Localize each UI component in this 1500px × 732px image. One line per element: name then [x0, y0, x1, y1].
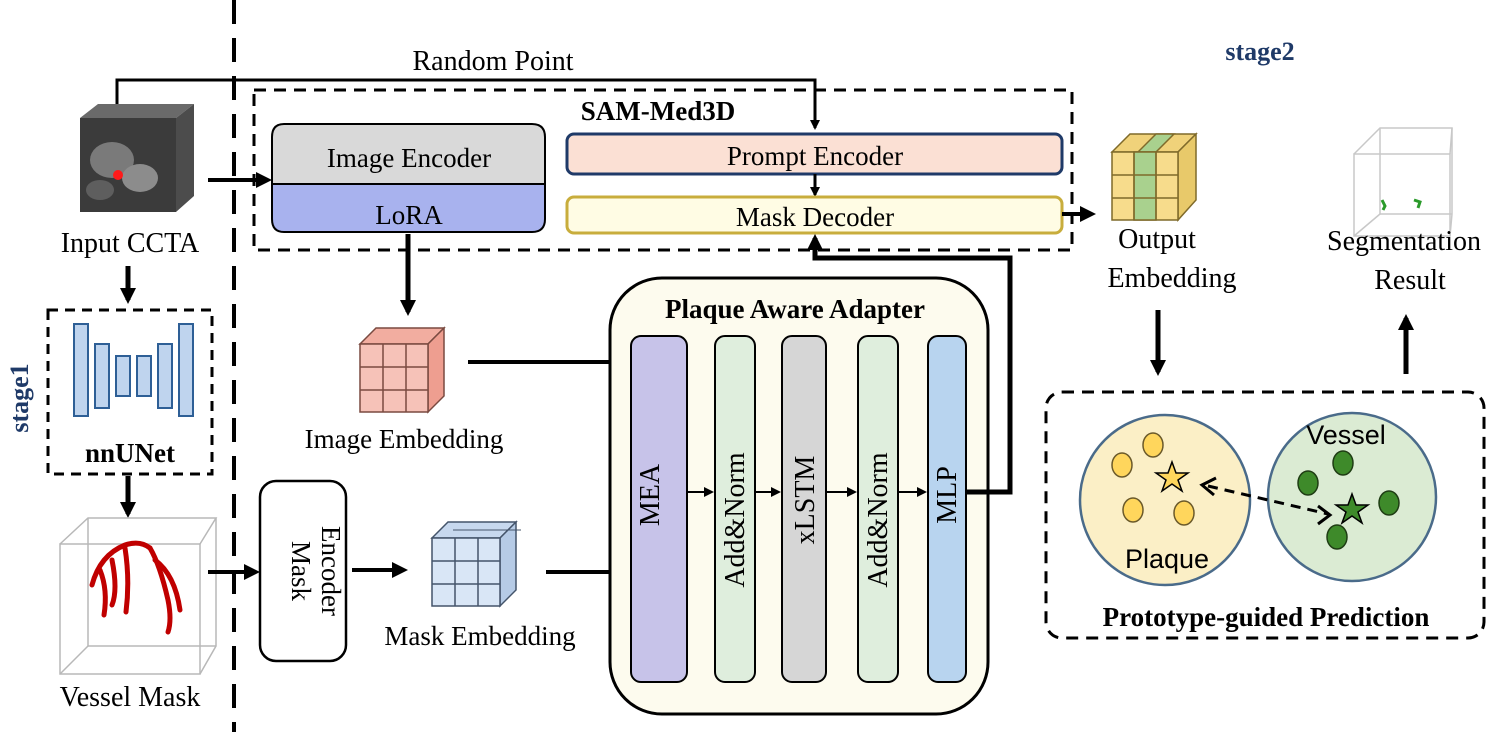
prompt-encoder-label: Prompt Encoder: [727, 141, 903, 171]
plaque-points: [1111, 432, 1195, 526]
segmentation-result-image: [1353, 127, 1453, 237]
output-embedding-cube: [1110, 132, 1198, 222]
mask-embedding-label: Mask Embedding: [384, 621, 575, 651]
image-embedding-label: Image Embedding: [305, 424, 504, 454]
nnunet-label: nnUNet: [85, 438, 175, 468]
mask-encoder-label-1: Mask: [286, 541, 316, 601]
vessel-label: Vessel: [1306, 420, 1386, 450]
prototype-arrowhead-left: [1199, 476, 1217, 497]
mask-decoder-label: Mask Decoder: [736, 202, 894, 232]
stage1-label: stage1: [5, 363, 34, 432]
vessel-points: [1297, 450, 1400, 550]
prototype-distance-line: [1207, 484, 1329, 516]
plaque-label: Plaque: [1125, 544, 1209, 574]
stage2-label: stage2: [1225, 37, 1294, 66]
sam-med3d-title: SAM-Med3D: [581, 96, 735, 126]
prototype-box: [1044, 390, 1486, 640]
vessel-tree-drawing: [89, 540, 183, 635]
add-norm-block-1: [714, 335, 756, 683]
add-norm-label-1: Add&Norm: [720, 452, 751, 588]
lora-label: LoRA: [375, 200, 443, 230]
prototype-title: Prototype-guided Prediction: [1103, 602, 1430, 632]
image-encoder-block: Image Encoder LoRA: [271, 123, 546, 233]
sam-med3d-box: [252, 88, 1074, 252]
segmentation-fragment-2: [1413, 198, 1422, 209]
mask-encoder-label-2: Encoder: [316, 526, 346, 616]
mask-encoder-box: [258, 479, 348, 663]
image-embedding-cube: [358, 326, 446, 414]
add-norm-block-2: [857, 335, 899, 683]
mea-block: [630, 335, 688, 683]
segmentation-result-label-2: Result: [1374, 265, 1446, 296]
plaque-aware-adapter-title: Plaque Aware Adapter: [665, 294, 925, 324]
add-norm-label-2: Add&Norm: [863, 452, 894, 588]
input-ccta-image: [80, 104, 194, 212]
mlp-to-decoder-arrow: [807, 234, 1013, 495]
input-ccta-label: Input CCTA: [61, 228, 200, 259]
mlp-label: MLP: [932, 466, 963, 524]
xlstm-block: [781, 335, 827, 683]
random-point-label: Random Point: [412, 46, 573, 77]
vessel-mask-label: Vessel Mask: [60, 682, 201, 713]
segmentation-result-label-1: Segmentation: [1327, 226, 1481, 257]
nnunet-box: [46, 308, 214, 476]
mea-label: MEA: [635, 463, 666, 526]
mlp-block: [927, 335, 967, 683]
prototype-arrowhead-right: [1317, 504, 1333, 526]
mask-embedding-cube: [430, 520, 521, 608]
xlstm-label: xLSTM: [790, 456, 821, 545]
output-embedding-label-2: Embedding: [1107, 263, 1236, 294]
image-encoder-label: Image Encoder: [327, 143, 491, 173]
vessel-prototype-star: [1333, 491, 1371, 525]
plaque-prototype-star: [1153, 459, 1191, 493]
output-embedding-label-1: Output: [1118, 224, 1196, 255]
nnunet-icon: [73, 323, 194, 417]
segmentation-fragment-1: [1380, 199, 1387, 211]
